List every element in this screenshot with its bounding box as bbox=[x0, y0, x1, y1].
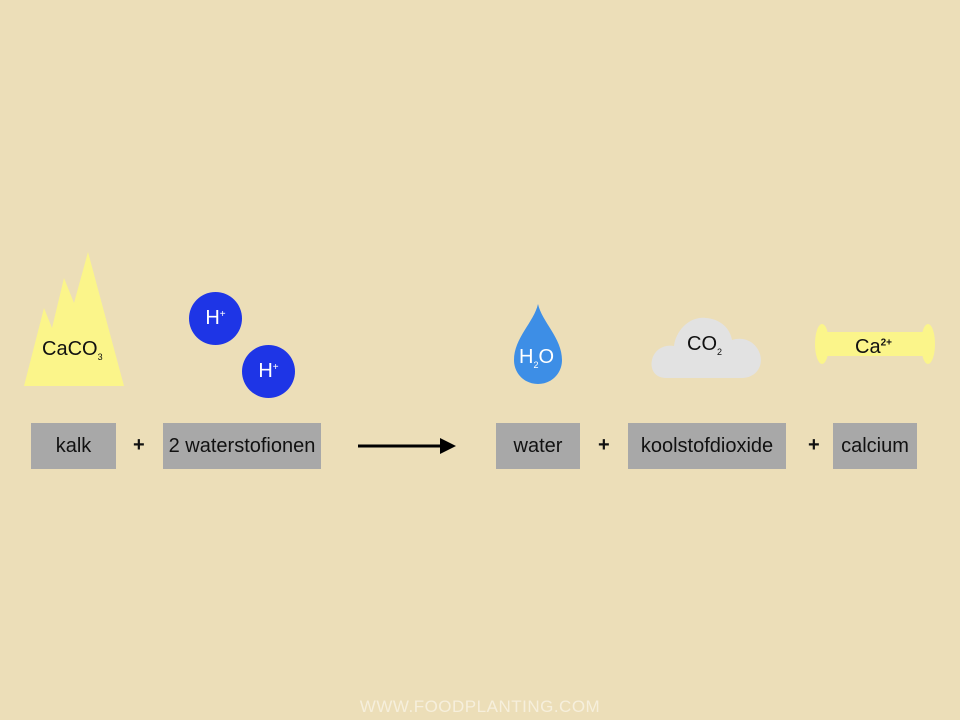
calcium-ion-formula: Ca2+ bbox=[855, 336, 892, 358]
koolstofdioxide-label: koolstofdioxide bbox=[628, 423, 786, 469]
plus-sign-1: + bbox=[133, 434, 145, 456]
calcium-label: calcium bbox=[833, 423, 917, 469]
hydrogen-ion-2: H+ bbox=[242, 345, 295, 398]
h2o-formula: H2O bbox=[519, 346, 555, 370]
caco3-formula: CaCO3 bbox=[42, 338, 103, 362]
waterstofionen-label: 2 waterstofionen bbox=[163, 423, 321, 469]
water-drop-icon bbox=[514, 304, 562, 384]
reaction-arrow-icon bbox=[358, 438, 456, 454]
water-label: water bbox=[496, 423, 580, 469]
plus-sign-3: + bbox=[808, 434, 820, 456]
hydrogen-ion-1: H+ bbox=[189, 292, 242, 345]
crystal-icon bbox=[24, 252, 124, 386]
bone-icon bbox=[815, 324, 935, 364]
kalk-label: kalk bbox=[31, 423, 116, 469]
plus-sign-2: + bbox=[598, 434, 610, 456]
co2-formula: CO2 bbox=[687, 333, 723, 357]
cloud-icon bbox=[651, 317, 761, 378]
watermark-footer: WWW.FOODPLANTING.COM bbox=[359, 697, 601, 716]
